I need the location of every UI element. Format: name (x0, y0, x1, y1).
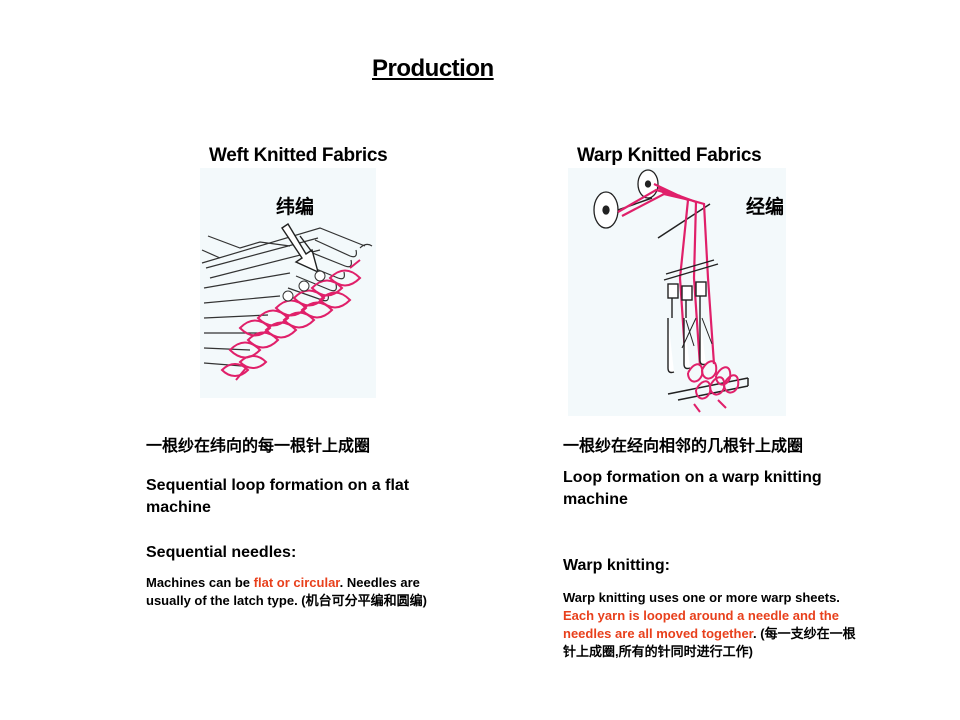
warp-body-text-2: . (每一支纱在一根针上成圈,所有的针同时进行工作) (563, 626, 856, 659)
weft-cn-label: 纬编 (276, 197, 315, 218)
weft-body-text-2: . Needles are usually of the latch type.… (146, 575, 427, 608)
warp-knitting-illustration (568, 168, 786, 416)
warp-caption: Loop formation on a warp knitting machin… (563, 469, 822, 508)
weft-body-text: Machines can be (146, 575, 254, 590)
warp-cn-caption: 一根纱在经向相邻的几根针上成圈 (563, 436, 804, 455)
slide-title: Production (372, 55, 494, 82)
weft-body: Machines can be flat or circular. Needle… (146, 574, 436, 610)
warp-cn-label: 经编 (746, 197, 785, 218)
warp-body-text: Warp knitting uses one or more warp shee… (563, 590, 840, 605)
weft-heading: Weft Knitted Fabrics (209, 145, 388, 166)
warp-body-highlight: Each yarn is looped around a needle and … (563, 608, 839, 641)
weft-knitting-illustration (200, 168, 376, 398)
weft-body-highlight: flat or circular (253, 575, 340, 590)
warp-subheading: Warp knitting: (563, 557, 670, 574)
warp-heading: Warp Knitted Fabrics (577, 145, 762, 166)
warp-body: Warp knitting uses one or more warp shee… (563, 589, 859, 661)
weft-cn-caption: 一根纱在纬向的每一根针上成圈 (146, 436, 371, 455)
weft-caption: Sequential loop formation on a flat mach… (146, 477, 410, 516)
weft-subheading: Sequential needles: (146, 544, 297, 561)
